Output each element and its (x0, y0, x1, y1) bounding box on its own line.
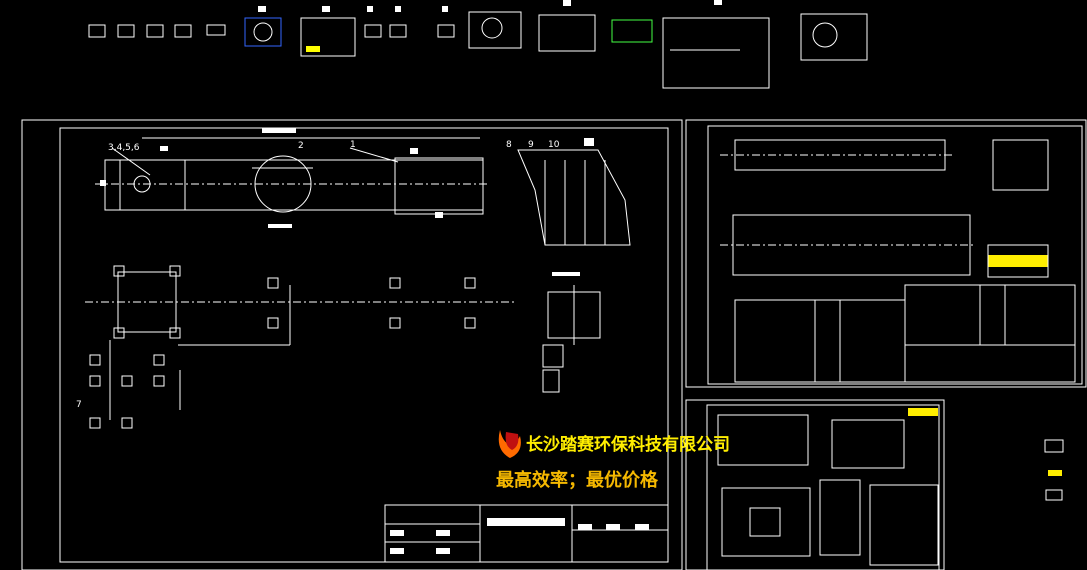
part-label: 2 (298, 141, 304, 151)
part-labels: 3,4,5,6 2 1 8 9 10 7 (76, 140, 560, 410)
part-label: 9 (528, 140, 534, 150)
part-label: 8 (506, 140, 512, 150)
detail-sheet (685, 399, 945, 570)
company-name: 长沙踏赛环保科技有限公司 (526, 435, 730, 455)
part-label: 3,4,5,6 (108, 143, 140, 153)
main-drawing-sheet (21, 119, 683, 570)
part-label: 7 (76, 400, 82, 410)
part-label: 10 (548, 140, 560, 150)
side-symbols (1044, 439, 1064, 501)
company-slogan: 最高效率；最优价格 (496, 470, 658, 491)
company-logo (498, 430, 521, 458)
thumbnail-strip (88, 0, 868, 89)
part-label: 1 (350, 140, 356, 150)
assembly-sheet (685, 119, 1087, 388)
